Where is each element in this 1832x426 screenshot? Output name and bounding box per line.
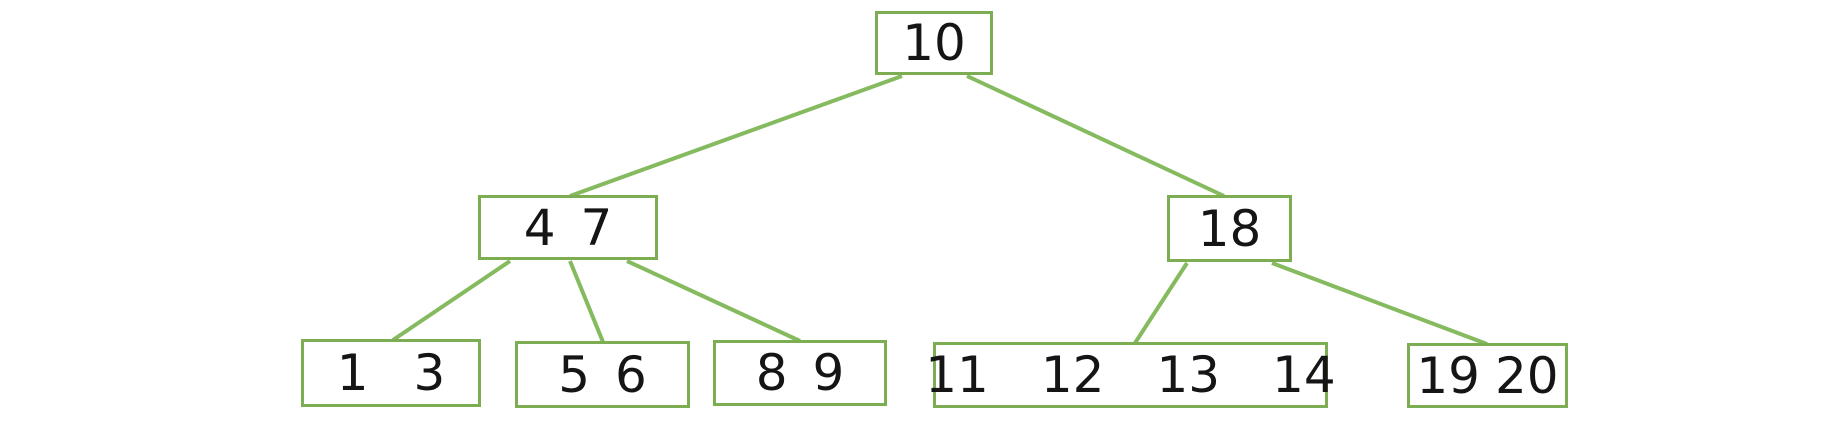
edge-4-7-to-1-3 bbox=[391, 259, 512, 342]
btree-node-5-6: 5 6 bbox=[515, 341, 690, 408]
node-key: 4 bbox=[523, 198, 556, 257]
edge-18-to-11-14 bbox=[1133, 261, 1189, 345]
node-key: 8 bbox=[755, 344, 788, 402]
node-key: 11 bbox=[925, 346, 989, 404]
node-key: 5 bbox=[558, 345, 590, 404]
btree-node-11-12-13-14: 11 12 13 14 bbox=[925, 342, 1336, 408]
btree-node-8-9: 8 9 bbox=[713, 340, 887, 406]
btree-node-1-3: 1 3 bbox=[301, 339, 481, 407]
node-key: 12 bbox=[1040, 346, 1105, 404]
edge-18-to-19-20 bbox=[1271, 261, 1488, 346]
btree-node-10: 10 bbox=[875, 11, 993, 75]
btree-node-19-20: 19 20 bbox=[1407, 343, 1568, 408]
edge-root-to-4-7 bbox=[569, 74, 903, 198]
node-key: 1 bbox=[336, 344, 369, 402]
btree-node-18: 18 bbox=[1167, 195, 1292, 262]
node-key: 6 bbox=[615, 345, 647, 404]
btree-node-4-7: 4 7 bbox=[478, 195, 658, 260]
edge-root-to-18 bbox=[966, 74, 1225, 198]
node-key: 9 bbox=[812, 344, 845, 402]
node-key: 7 bbox=[580, 198, 613, 257]
node-key: 20 bbox=[1495, 346, 1559, 405]
node-key: 3 bbox=[413, 344, 446, 402]
node-key: 10 bbox=[902, 14, 966, 72]
node-key: 14 bbox=[1272, 346, 1336, 404]
node-key: 13 bbox=[1156, 346, 1221, 404]
node-key: 18 bbox=[1197, 199, 1262, 258]
edge-4-7-to-5-6 bbox=[568, 260, 605, 343]
edge-4-7-to-8-9 bbox=[626, 259, 801, 343]
node-key: 19 bbox=[1416, 346, 1480, 405]
